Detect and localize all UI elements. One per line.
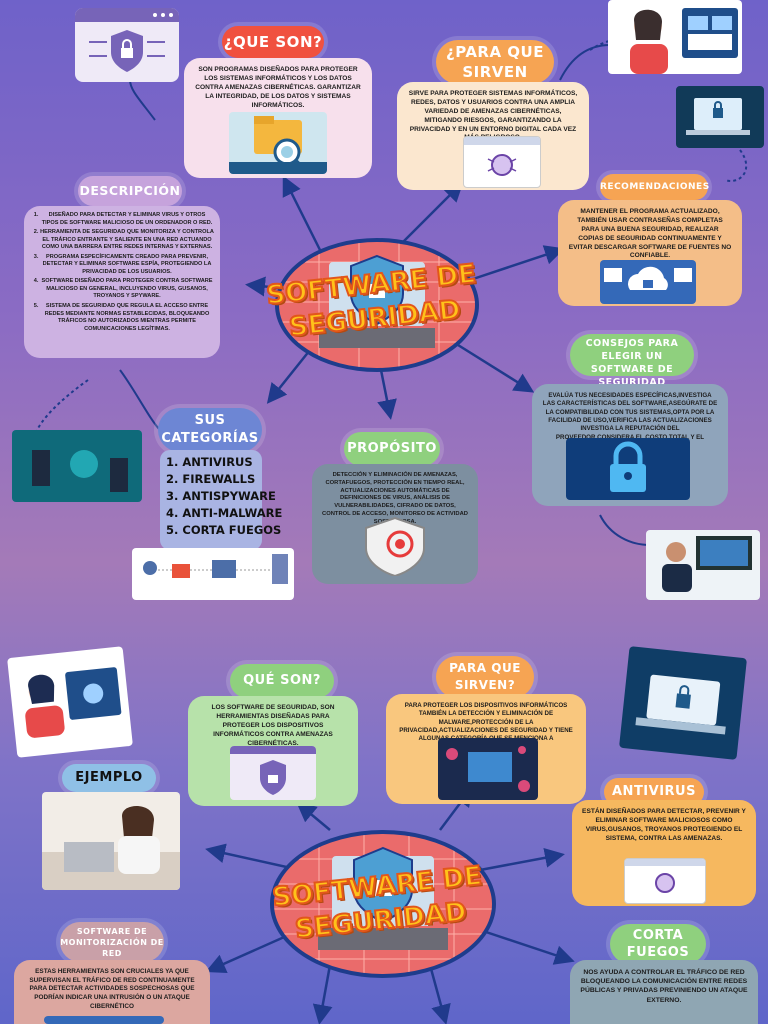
categorias-list: 1. ANTIVIRUS 2. FIREWALLS 3. ANTISPYWARE… <box>166 452 282 540</box>
recomendaciones-card: MANTENER EL PROGRAMA ACTUALIZADO, TAMBIÉ… <box>558 200 742 306</box>
shield-window-illustration <box>75 8 179 82</box>
folder-lock-illustration <box>229 112 327 174</box>
categoria-item: 1. ANTIVIRUS <box>166 455 253 469</box>
bug-window-2-illustration <box>624 858 706 904</box>
descripcion-list: DISEÑADO PARA DETECTAR Y ELIMINAR VIRUS … <box>30 212 214 333</box>
para-que-2-tag: PARA QUE SIRVEN? <box>436 656 534 698</box>
que-son-card: SON PROGRAMAS DISEÑADOS PARA PROTEGER LO… <box>184 58 372 178</box>
ejemplo-tag: EJEMPLO <box>62 764 156 792</box>
antivirus-text: ESTÁN DISEÑADOS PARA DETECTAR, PREVENIR … <box>582 808 746 842</box>
laptop-security-illustration <box>676 86 764 148</box>
categorias-card <box>160 450 262 550</box>
categoria-item: 2. FIREWALLS <box>166 472 256 486</box>
proposito-card: DETECCIÓN Y ELIMINACIÓN DE AMENAZAS, COR… <box>312 464 478 584</box>
center-node-bottom <box>270 830 496 978</box>
target-shield-icon <box>365 516 425 576</box>
que-son-text: SON PROGRAMAS DISEÑADOS PARA PROTEGER LO… <box>195 66 361 109</box>
bug-window-illustration <box>463 136 541 188</box>
que-son-2-card: LOS SOFTWARE DE SEGURIDAD, SON HERRAMIEN… <box>188 696 358 806</box>
monitorizacion-text: ESTAS HERRAMIENTAS SON CRUCIALES YA QUE … <box>29 968 195 1010</box>
categoria-item: 3. ANTISPYWARE <box>166 489 276 503</box>
laptop-shield-2-icon <box>274 834 492 974</box>
virus-laptop-illustration <box>438 738 538 800</box>
network-firewall-illustration <box>132 548 294 600</box>
descripcion-tag: DESCRIPCIÓN <box>78 176 182 206</box>
descripcion-item: SISTEMA DE SEGURIDAD QUE REGULA EL ACCES… <box>40 303 214 333</box>
support-agent-illustration <box>608 0 742 74</box>
corta-fuegos-text: NOS AYUDA A CONTROLAR EL TRÁFICO DE RED … <box>580 969 748 1004</box>
developer-workstation-illustration <box>646 530 760 600</box>
descripcion-card: DISEÑADO PARA DETECTAR Y ELIMINAR VIRUS … <box>24 206 220 358</box>
corta-fuegos-card: NOS AYUDA A CONTROLAR EL TRÁFICO DE RED … <box>570 960 758 1024</box>
padlock-illustration <box>566 438 690 500</box>
descripcion-item: PROGRAMA ESPECÍFICAMENTE CREADO PARA PRE… <box>40 254 214 277</box>
consejos-tag: CONSEJOS PARA ELEGIR UN SOFTWARE DE SEGU… <box>570 334 694 388</box>
que-son-2-tag: QUÉ SON? <box>230 664 334 698</box>
descripcion-item: SOFTWARE DISEÑADO PARA PROTEGER CONTRA S… <box>40 278 214 301</box>
network-icons-illustration <box>44 1016 164 1024</box>
center-node-top <box>275 238 479 372</box>
consejos-card: EVALÚA TUS NECESIDADES ESPECÍFICAS,INVES… <box>532 384 728 506</box>
que-son-tag: ¿QUE SON? <box>222 26 324 58</box>
recomendaciones-tag: RECOMENDACIONES <box>600 174 709 200</box>
para-que-sirven-tag: ¿PARA QUE SIRVEN <box>436 40 554 84</box>
hacker-network-illustration <box>12 430 142 502</box>
para-que-sirven-card: SIRVE PARA PROTEGER SISTEMAS INFORMÁTICO… <box>397 82 589 190</box>
monitorizacion-tag: SOFTWARE DE MONITORIZACIÓN DE RED <box>60 922 164 962</box>
categorias-tag: SUS CATEGORÍAS <box>158 408 262 452</box>
categoria-item: 4. ANTI-MALWARE <box>166 506 283 520</box>
agent-dashboard-illustration <box>7 646 133 758</box>
laptop-padlock-illustration <box>618 646 748 760</box>
descripcion-item: HERRAMIENTA DE SEGURIDAD QUE MONITORIZA … <box>40 229 214 252</box>
woman-laptop-photo <box>42 792 180 890</box>
corta-fuegos-tag: CORTA FUEGOS <box>610 924 706 964</box>
antivirus-card: ESTÁN DISEÑADOS PARA DETECTAR, PREVENIR … <box>572 800 756 906</box>
shield-window-2-illustration <box>230 746 316 800</box>
shield-lock-icon <box>75 8 179 72</box>
cloud-devices-illustration <box>600 260 696 304</box>
laptop-shield-icon <box>279 242 475 368</box>
que-son-2-text: LOS SOFTWARE DE SEGURIDAD, SON HERRAMIEN… <box>211 704 335 747</box>
recomendaciones-text: MANTENER EL PROGRAMA ACTUALIZADO, TAMBIÉ… <box>568 208 732 260</box>
descripcion-item: DISEÑADO PARA DETECTAR Y ELIMINAR VIRUS … <box>40 212 214 227</box>
para-que-2-card: PARA PROTEGER LOS DISPOSITIVOS INFORMÁTI… <box>386 694 586 804</box>
proposito-tag: PROPÓSITO <box>344 432 440 466</box>
monitorizacion-card: ESTAS HERRAMIENTAS SON CRUCIALES YA QUE … <box>14 960 210 1024</box>
categoria-item: 5. CORTA FUEGOS <box>166 523 282 537</box>
